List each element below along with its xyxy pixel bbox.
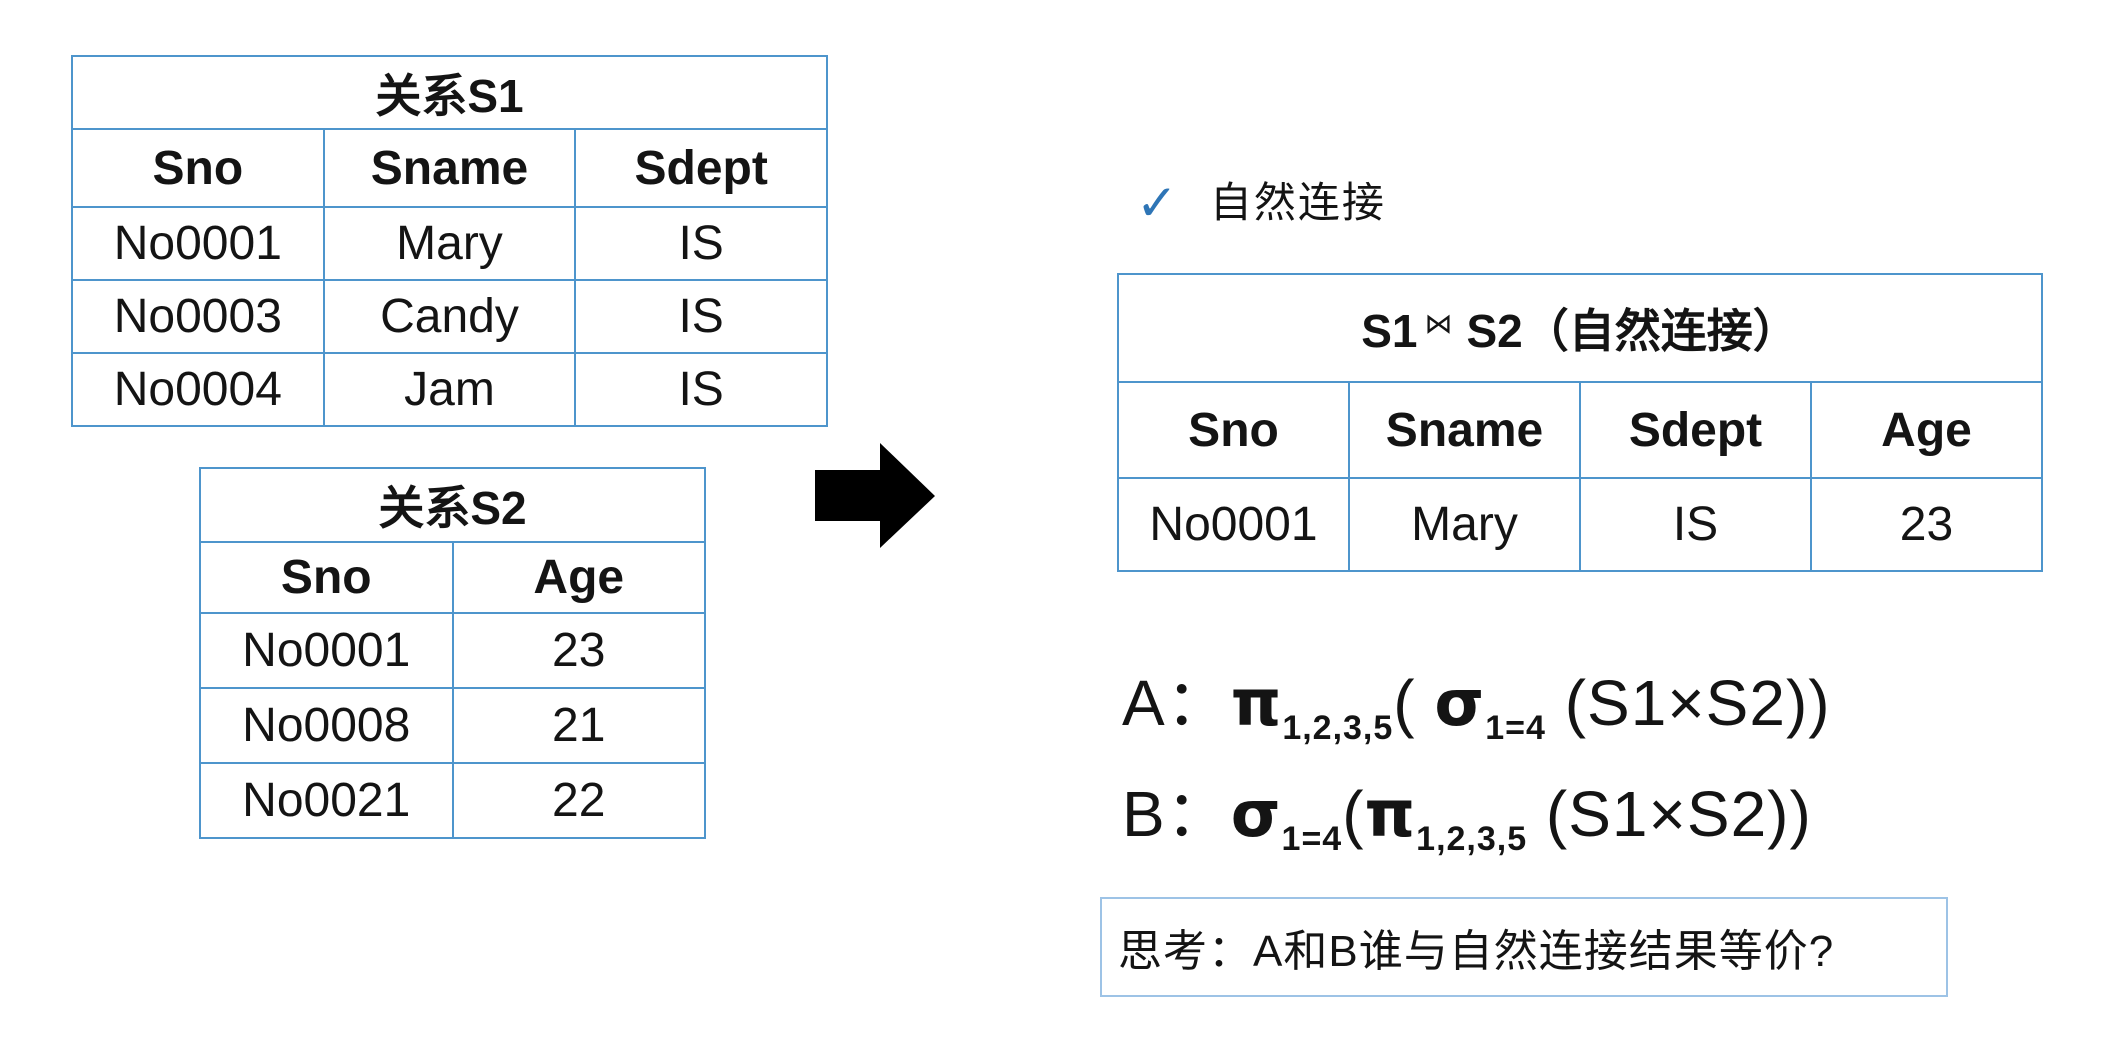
s1-cell: No0003 — [71, 279, 325, 354]
result-title-text: S1 — [1361, 305, 1418, 357]
s2-cell: No0008 — [199, 687, 454, 764]
s2-cell: 23 — [451, 612, 706, 689]
s2-title-row: 关系S2 — [199, 467, 706, 543]
result-header-cell: Sno — [1117, 381, 1350, 479]
check-icon: ✓ — [1136, 174, 1178, 232]
formula-a-segment: σ — [1434, 667, 1486, 741]
formula-b: B：σ1=4(π1,2,3,5 (S1×S2)) — [1122, 759, 1831, 870]
formula-b-segment: 1=4 — [1281, 820, 1343, 858]
s2-header-cell: Age — [451, 541, 706, 614]
formula-b-segment: π — [1364, 778, 1417, 852]
s2-cell: No0021 — [199, 762, 454, 839]
s1-cell: IS — [574, 352, 828, 427]
formula-b-segment: B： — [1122, 778, 1231, 850]
s2-title-cell: 关系S2 — [199, 467, 706, 543]
result-cell: Mary — [1348, 477, 1581, 572]
s1-cell: IS — [574, 206, 828, 281]
formula-a-segment: (S1×S2)) — [1545, 667, 1831, 739]
think-box: 思考：A和B谁与自然连接结果等价? — [1100, 897, 1948, 997]
result-header-cell: Sname — [1348, 381, 1581, 479]
result-cell: IS — [1579, 477, 1812, 572]
formula-b-segment: ( — [1342, 778, 1365, 850]
formula-b-segment: 1,2,3,5 — [1416, 820, 1528, 858]
s1-title-row: 关系S1 — [71, 55, 828, 130]
formula-a-segment: 1,2,3,5 — [1282, 709, 1394, 747]
formula-list: A：π1,2,3,5( σ1=4 (S1×S2))B：σ1=4(π1,2,3,5… — [1122, 648, 1831, 870]
result-header-cell: Age — [1810, 381, 2043, 479]
think-box-text: 思考：A和B谁与自然连接结果等价? — [1118, 927, 1835, 976]
formula-a: A：π1,2,3,5( σ1=4 (S1×S2)) — [1122, 648, 1831, 759]
formula-b-segment: σ — [1230, 778, 1282, 852]
s1-cell: Mary — [322, 206, 577, 281]
result-header-cell: Sdept — [1579, 381, 1812, 479]
formula-a-segment: A： — [1122, 667, 1231, 739]
formula-a-segment: 1=4 — [1485, 709, 1546, 747]
result-join-icon: ⋈ — [1424, 307, 1453, 340]
result-title-row: S1⋈ S2（自然连接） — [1117, 273, 2043, 383]
formula-b-segment: (S1×S2)) — [1527, 778, 1812, 850]
s2-cell: 21 — [451, 687, 706, 764]
result-title-cell: S1⋈ S2（自然连接） — [1117, 273, 2043, 383]
s1-cell: Candy — [322, 279, 577, 354]
s2-cell: 22 — [451, 762, 706, 839]
s1-cell: No0001 — [71, 206, 325, 281]
s1-header-cell: Sname — [322, 128, 577, 208]
result-cell: No0001 — [1117, 477, 1350, 572]
s1-cell: IS — [574, 279, 828, 354]
s1-header-cell: Sno — [71, 128, 325, 208]
formula-a-segment: ( — [1393, 667, 1435, 739]
s2-header-cell: Sno — [199, 541, 454, 614]
right-arrow-icon — [815, 443, 935, 548]
s2-cell: No0001 — [199, 612, 454, 689]
s1-title-cell: 关系S1 — [71, 55, 828, 130]
result-title-text: S2（自然连接） — [1466, 305, 1799, 357]
natural-join-label: 自然连接 — [1209, 178, 1386, 226]
s1-header-cell: Sdept — [574, 128, 828, 208]
natural-join-annotation: ✓ 自然连接 — [1136, 178, 1386, 228]
result-cell: 23 — [1810, 477, 2043, 572]
s1-cell: No0004 — [71, 352, 325, 427]
s1-cell: Jam — [322, 352, 577, 427]
formula-a-segment: π — [1230, 667, 1283, 741]
